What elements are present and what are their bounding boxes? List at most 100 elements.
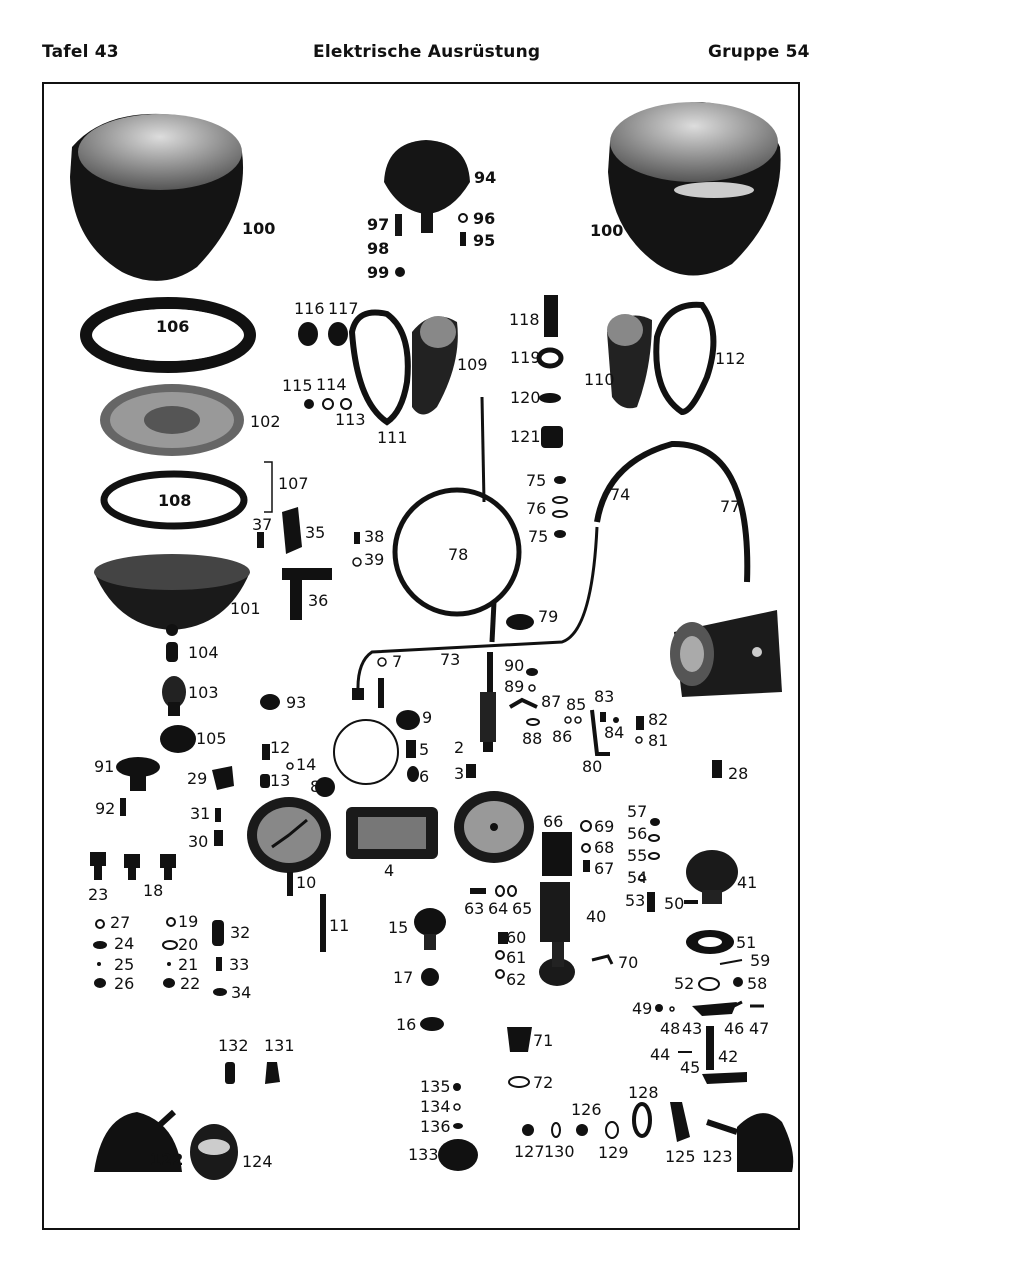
- label-6: 6: [419, 767, 429, 786]
- gasket-111: [348, 309, 411, 426]
- label-65: 65: [512, 899, 532, 918]
- label-11: 11: [329, 916, 349, 935]
- label-13: 13: [270, 771, 290, 790]
- label-5: 5: [419, 740, 429, 759]
- label-128: 128: [628, 1083, 659, 1102]
- label-51: 51: [736, 933, 756, 952]
- label-31: 31: [190, 804, 210, 823]
- label-49: 49: [632, 999, 652, 1018]
- group-number: Gruppe 54: [708, 42, 810, 62]
- label-25: 25: [114, 955, 134, 974]
- label-2: 2: [454, 738, 464, 757]
- lamp-mount-109: [412, 316, 458, 415]
- label-70: 70: [618, 953, 638, 972]
- label-89: 89: [504, 677, 524, 696]
- cable-78: [392, 396, 522, 643]
- label-75: 75: [526, 471, 546, 490]
- label-29: 29: [187, 769, 207, 788]
- label-38: 38: [364, 527, 384, 546]
- label-61: 61: [506, 948, 526, 967]
- indicator-panel-4: [346, 807, 438, 859]
- label-86: 86: [552, 727, 572, 746]
- label-30: 30: [188, 832, 208, 851]
- lamp-mount-110: [607, 314, 652, 409]
- label-92: 92: [95, 799, 115, 818]
- gasket-112: [653, 301, 717, 416]
- label-60: 60: [506, 928, 526, 947]
- label-67: 67: [594, 859, 614, 878]
- drive-unit: [670, 610, 782, 697]
- section-title: Elektrische Ausrüstung: [313, 42, 541, 62]
- label-56: 56: [627, 824, 647, 843]
- label-55: 55: [627, 846, 647, 865]
- label-133: 133: [408, 1145, 439, 1164]
- label-40: 40: [586, 907, 606, 926]
- label-115: 115: [282, 376, 313, 395]
- label-102: 102: [250, 412, 281, 431]
- label-9: 9: [422, 708, 432, 727]
- headlamp-housing-left: [70, 113, 244, 281]
- label-118: 118: [509, 310, 540, 329]
- label-24: 24: [114, 934, 134, 953]
- label-68: 68: [594, 838, 614, 857]
- label-58: 58: [747, 974, 767, 993]
- label-93: 93: [286, 693, 306, 712]
- label-57: 57: [627, 802, 647, 821]
- label-18: 18: [143, 881, 163, 900]
- label-74: 74: [610, 485, 630, 504]
- label-120: 120: [510, 388, 541, 407]
- label-101: 101: [230, 599, 261, 618]
- label-107: 107: [278, 474, 309, 493]
- label-46: 46: [724, 1019, 744, 1038]
- headlamp-housing-right: [608, 102, 781, 276]
- part-18a: [124, 854, 140, 880]
- plate-number: Tafel 43: [42, 42, 119, 62]
- label-73: 73: [440, 650, 460, 669]
- lens-124: [190, 1124, 238, 1180]
- label-96: 96: [473, 209, 495, 228]
- headlamp-lens-102: [100, 384, 244, 456]
- parts-diagram-frame: 100 94 97 96 95 98 99 100 106 116 117 11…: [42, 82, 800, 1230]
- label-10: 10: [296, 873, 316, 892]
- label-36: 36: [308, 591, 328, 610]
- label-85: 85: [566, 695, 586, 714]
- label-114: 114: [316, 375, 347, 394]
- label-78: 78: [448, 545, 468, 564]
- switch-40: [539, 882, 575, 986]
- label-82: 82: [648, 710, 668, 729]
- label-32: 32: [230, 923, 250, 942]
- switch-41: [686, 850, 738, 904]
- label-20: 20: [178, 935, 198, 954]
- label-122: 122: [150, 1150, 183, 1169]
- label-39: 39: [364, 550, 384, 569]
- label-45: 45: [680, 1058, 700, 1077]
- part-94-cap: [384, 140, 470, 233]
- label-113: 113: [335, 410, 366, 429]
- label-64: 64: [488, 899, 508, 918]
- label-127: 127: [514, 1142, 545, 1161]
- label-80: 80: [582, 757, 602, 776]
- label-119: 119: [510, 348, 541, 367]
- label-14: 14: [296, 755, 316, 774]
- label-104: 104: [188, 643, 219, 662]
- speedo-cable: [352, 440, 751, 700]
- label-134: 134: [420, 1097, 451, 1116]
- label-52: 52: [674, 974, 694, 993]
- label-126: 126: [571, 1100, 602, 1119]
- label-8: 8: [310, 777, 320, 796]
- label-35: 35: [305, 523, 325, 542]
- label-111: 111: [377, 428, 408, 447]
- label-76: 76: [526, 499, 546, 518]
- label-21: 21: [178, 955, 198, 974]
- label-81: 81: [648, 731, 668, 750]
- label-123: 123: [702, 1147, 733, 1166]
- label-50: 50: [664, 894, 684, 913]
- label-75: 75: [528, 527, 548, 546]
- label-100: 100: [242, 219, 275, 238]
- label-136: 136: [420, 1117, 451, 1136]
- label-71: 71: [533, 1031, 553, 1050]
- label-7: 7: [392, 652, 402, 671]
- label-23: 23: [88, 885, 108, 904]
- label-69: 69: [594, 817, 614, 836]
- label-87: 87: [541, 692, 561, 711]
